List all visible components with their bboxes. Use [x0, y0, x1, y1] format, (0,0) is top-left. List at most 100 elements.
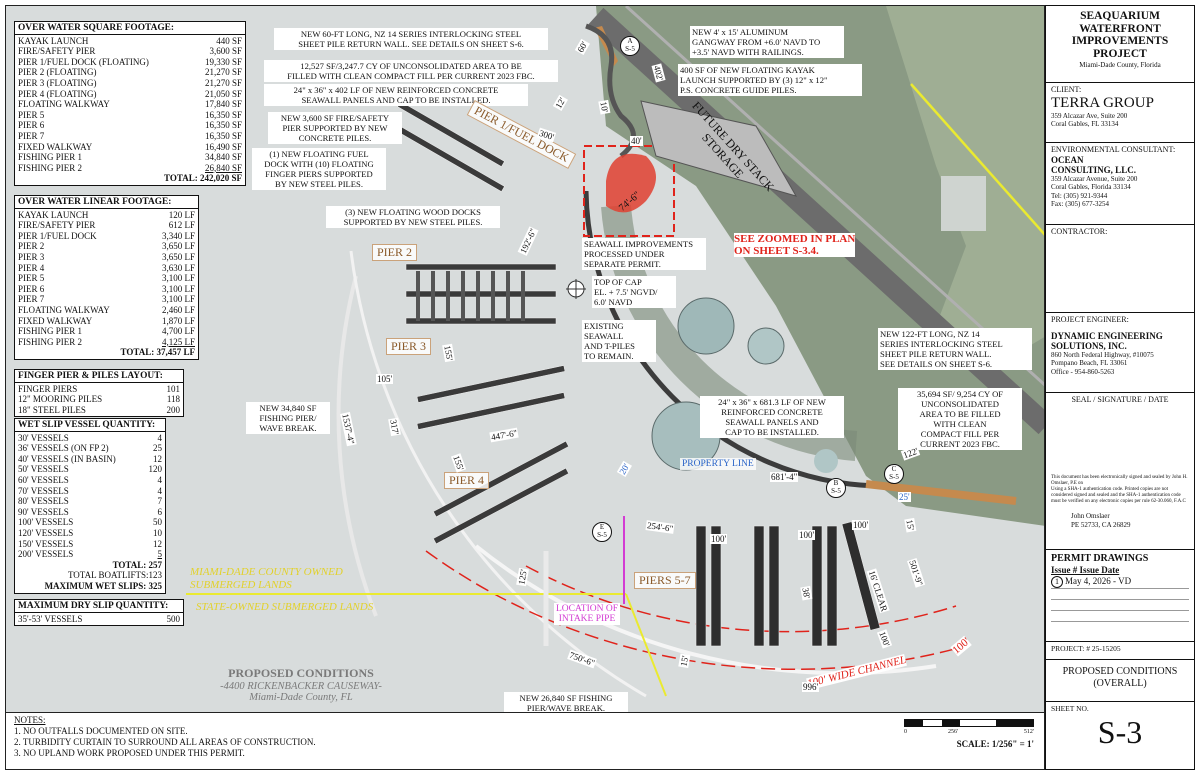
- table-row: PIER 3 (FLOATING)21,270 SF: [18, 77, 242, 88]
- dim-label: 996': [802, 682, 820, 692]
- project-title-section: SEAQUARIUM WATERFRONT IMPROVEMENTS PROJE…: [1046, 6, 1194, 83]
- wet-slip-total: TOTAL: 257: [112, 559, 162, 570]
- table-row: PIER 2 (FLOATING)21,270 SF: [18, 67, 242, 78]
- issue-date: May 4, 2026 - VD: [1065, 575, 1132, 586]
- issue-header: Issue # Issue Date: [1051, 565, 1120, 575]
- dim-label: 15': [678, 653, 691, 669]
- dim-label: 10': [598, 99, 611, 115]
- client-section: CLIENT: TERRA GROUP 359 Alcazar Ave, Sui…: [1046, 83, 1194, 143]
- issue-row: 1 May 4, 2026 - VD: [1051, 575, 1189, 589]
- miami-dade-lands-label: MIAMI-DADE COUNTY OWNED SUBMERGED LANDS: [190, 566, 343, 591]
- note-item: 2. TURBIDITY CURTAIN TO SURROUND ALL ARE…: [14, 737, 316, 747]
- sheet-number-section: SHEET NO. S-3: [1046, 702, 1194, 752]
- callout-kayak-launch: 400 SF OF NEW FLOATING KAYAK LAUNCH SUPP…: [678, 64, 862, 96]
- piers-5-7-label: PIERS 5-7: [634, 572, 696, 589]
- permit-section: PERMIT DRAWINGS Issue # Issue Date 1 May…: [1046, 550, 1194, 642]
- seal-label: SEAL / SIGNATURE / DATE: [1071, 395, 1169, 404]
- callout-seawall-681lf: 24" x 36" x 681.3 LF OF NEW REINFORCED C…: [700, 396, 844, 438]
- note-item: 3. NO UPLAND WORK PROPOSED UNDER THIS PE…: [14, 748, 245, 758]
- proposed-conditions-stamp: PROPOSED CONDITIONS -4400 RICKENBACKER C…: [196, 666, 406, 703]
- permit-drawings-label: PERMIT DRAWINGS: [1051, 553, 1149, 564]
- proposed-conditions-city: Miami-Dade County, FL: [249, 692, 353, 703]
- project-number: PROJECT: # 25-15205: [1051, 644, 1121, 653]
- square-footage-total: TOTAL: 242,020 SF: [164, 173, 242, 184]
- notes-box: NOTES: 1. NO OUTFALLS DOCUMENTED ON SITE…: [5, 713, 1045, 770]
- table-row: 40' VESSELS (IN BASIN)12: [18, 453, 162, 464]
- callout-return-wall-122ft: NEW 122-FT LONG, NZ 14 SERIES INTERLOCKI…: [878, 328, 1032, 370]
- dry-slip-title: MAXIMUM DRY SLIP QUANTITY:: [15, 601, 183, 613]
- issue-number: 1: [1051, 575, 1063, 588]
- intake-pipe-label: LOCATION OF INTAKE PIPE: [554, 603, 621, 625]
- notes-title: NOTES:: [14, 715, 46, 725]
- sheet-number-label: SHEET NO.: [1051, 704, 1089, 713]
- dim-label: 100': [798, 530, 816, 540]
- scale-tick-512: 512': [1023, 729, 1034, 735]
- pier-2-label: PIER 2: [372, 244, 418, 261]
- contractor-section: CONTRACTOR:: [1046, 225, 1194, 313]
- dry-slip-table: MAXIMUM DRY SLIP QUANTITY: 35'-53' VESSE…: [14, 599, 184, 627]
- zoom-reference-label: SEE ZOOMED IN PLAN ON SHEET S-3.4.: [734, 233, 856, 257]
- sheet-number: S-3: [1097, 713, 1143, 750]
- env-consultant-name: OCEAN CONSULTING, LLC.: [1051, 154, 1136, 175]
- engineer-name: DYNAMIC ENGINEERING SOLUTIONS, INC.: [1051, 330, 1163, 351]
- note-item: 1. NO OUTFALLS DOCUMENTED ON SITE.: [14, 726, 188, 736]
- callout-fishing-pier-1: NEW 34,840 SF FISHING PIER/ WAVE BREAK.: [246, 402, 330, 434]
- dim-label: 100': [710, 534, 728, 544]
- dim-label: 40': [630, 136, 643, 146]
- env-consultant-section: ENVIRONMENTAL CONSULTANT: OCEAN CONSULTI…: [1046, 143, 1194, 225]
- max-wet-slips: MAXIMUM WET SLIPS: 325: [44, 580, 162, 591]
- scale-text: SCALE: 1/256" = 1': [956, 739, 1034, 749]
- dim-label: 25': [898, 492, 911, 502]
- scale-graphic: 0 256' 512' SCALE: 1/256" = 1': [904, 719, 1034, 750]
- scale-tick-256: 256': [948, 729, 959, 735]
- sheet-title-section: PROPOSED CONDITIONS (OVERALL): [1046, 660, 1194, 702]
- table-row: 36' VESSELS (ON FP 2)25: [18, 443, 162, 454]
- title-block: SEAQUARIUM WATERFRONT IMPROVEMENTS PROJE…: [1045, 5, 1195, 770]
- proposed-conditions-address: -4400 RICKENBACKER CAUSEWAY-: [220, 681, 382, 692]
- state-lands-label: STATE-OWNED SUBMERGED LANDS: [196, 601, 374, 613]
- callout-fishing-pier-2: NEW 26,840 SF FISHING PIER/WAVE BREAK.: [504, 692, 628, 712]
- callout-fire-safety-pier: NEW 3,600 SF FIRE/SAFETY PIER SUPPORTED …: [268, 112, 402, 144]
- project-number-section: PROJECT: # 25-15205: [1046, 642, 1194, 660]
- pier-3-label: PIER 3: [386, 338, 432, 355]
- callout-existing-seawall: EXISTING SEAWALL AND T-PILES TO REMAIN.: [582, 320, 656, 362]
- callout-return-wall-60ft: NEW 60-FT LONG, NZ 14 SERIES INTERLOCKIN…: [274, 28, 548, 50]
- dim-label: 38': [800, 585, 813, 601]
- engineer-address: 860 North Federal Highway, #10075 Pompan…: [1051, 350, 1154, 376]
- proposed-conditions-title: PROPOSED CONDITIONS: [228, 666, 374, 680]
- dim-label: 100': [852, 520, 870, 530]
- project-county: Miami-Dade County, Florida: [1079, 61, 1161, 69]
- table-row: PIER 4 (FLOATING)21,050 SF: [18, 88, 242, 99]
- dim-label: 105': [376, 374, 394, 384]
